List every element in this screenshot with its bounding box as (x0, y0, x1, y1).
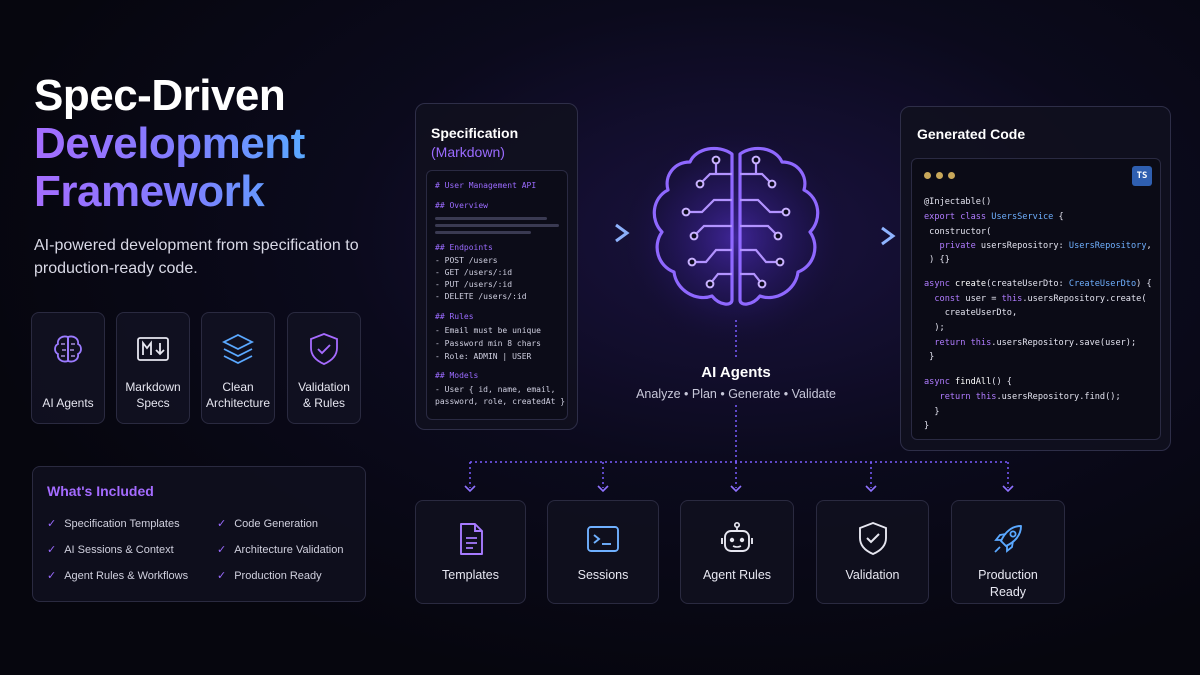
rocket-icon (994, 525, 1022, 553)
code-line: } (924, 407, 940, 417)
output-card-sessions[interactable]: Sessions (547, 500, 659, 604)
spec-line: ## Overview (435, 201, 488, 210)
code-line: ) {} (924, 255, 950, 265)
code-line: private usersRepository: UsersRepository… (924, 241, 1152, 251)
feature-card-ai-agents[interactable]: AI Agents (31, 312, 105, 424)
shield-check-icon (310, 333, 338, 365)
spec-line: # User Management API (435, 181, 537, 190)
title-line-2: Development (34, 119, 305, 168)
output-label: Sessions (577, 568, 629, 582)
spec-line: - DELETE /users/:id (435, 292, 527, 301)
spec-line: - PUT /users/:id (435, 280, 513, 289)
spec-line: - Email must be unique (435, 326, 541, 335)
check-icon: ✓ (47, 544, 57, 556)
specification-panel: Specification (Markdown) # User Manageme… (415, 103, 578, 430)
check-icon: ✓ (217, 570, 227, 582)
check-icon: ✓ (217, 544, 227, 556)
code-panel-title: Generated Code (917, 126, 1026, 142)
included-item: ✓AI Sessions & Context (47, 543, 174, 557)
typescript-badge: TS (1132, 166, 1152, 186)
agents-subtitle: Analyze • Plan • Generate • Validate (636, 387, 836, 401)
spec-line: password, role, createdAt } (435, 397, 566, 406)
feature-card-markdown-specs[interactable]: Markdown Specs (116, 312, 190, 424)
spec-document: # User Management API ## Overview ## End… (426, 170, 568, 420)
output-label: Agent Rules (702, 568, 772, 582)
code-line: createUserDto, (924, 308, 1018, 318)
output-label: Production Ready (978, 568, 1038, 599)
generated-code-panel: Generated Code TS @Injectable() export c… (900, 106, 1171, 451)
check-icon: ✓ (217, 518, 227, 530)
title-line-1: Spec-Driven (34, 71, 286, 120)
robot-icon (721, 521, 753, 552)
code-line: const user = this.usersRepository.create… (924, 294, 1147, 304)
code-line: async create(createUserDto: CreateUserDt… (924, 279, 1152, 289)
feature-label: Validation & Rules (298, 380, 350, 410)
output-label: Validation (845, 568, 900, 582)
check-icon: ✓ (47, 570, 57, 582)
whats-included-box: What's Included ✓Specification Templates… (32, 466, 366, 602)
code-line: ); (924, 323, 945, 333)
placeholder-text-bar (435, 224, 559, 227)
layers-icon (221, 333, 255, 365)
brain-icon (54, 335, 82, 363)
window-dot (936, 172, 943, 179)
spec-line: ## Endpoints (435, 243, 493, 252)
spec-line: - User { id, name, email, (435, 385, 556, 394)
output-label: Templates (442, 568, 499, 582)
included-item: ✓Architecture Validation (217, 543, 344, 557)
spec-line: ## Models (435, 371, 479, 380)
code-line: return this.usersRepository.save(user); (924, 338, 1137, 348)
terminal-icon (587, 526, 619, 552)
code-line: constructor( (924, 227, 992, 237)
feature-card-clean-architecture[interactable]: Clean Architecture (201, 312, 275, 424)
output-card-validation[interactable]: Validation (816, 500, 929, 604)
feature-label: AI Agents (42, 396, 94, 410)
spec-subtitle: (Markdown) (431, 144, 505, 160)
spec-header: Specification (Markdown) (431, 124, 518, 162)
placeholder-text-bar (435, 217, 547, 220)
spec-line: - Password min 8 chars (435, 339, 541, 348)
included-item: ✓Production Ready (217, 569, 322, 583)
document-icon (459, 523, 483, 555)
window-dot (948, 172, 955, 179)
code-line: export class UsersService { (924, 212, 1064, 222)
page-subtitle: AI-powered development from specificatio… (34, 237, 359, 277)
feature-label: Clean Architecture (205, 380, 271, 410)
title-line-3: Framework (34, 168, 305, 216)
whats-included-title: What's Included (47, 483, 154, 499)
spec-line: ## Rules (435, 312, 474, 321)
included-item: ✓Specification Templates (47, 517, 180, 531)
code-line: return this.usersRepository.find(); (924, 392, 1121, 402)
output-card-templates[interactable]: Templates (415, 500, 526, 604)
included-item: ✓Agent Rules & Workflows (47, 569, 189, 583)
markdown-icon (137, 337, 169, 361)
agents-title: AI Agents (701, 364, 771, 381)
output-card-agent-rules[interactable]: Agent Rules (680, 500, 794, 604)
spec-line: - POST /users (435, 256, 498, 265)
spec-line: - GET /users/:id (435, 268, 513, 277)
feature-card-validation-rules[interactable]: Validation & Rules (287, 312, 361, 424)
page-title: Spec-Driven Development Framework (34, 72, 305, 216)
output-card-production-ready[interactable]: Production Ready (951, 500, 1065, 604)
brain-icon (652, 146, 820, 306)
included-item: ✓Code Generation (217, 517, 318, 531)
shield-check-icon (858, 521, 887, 556)
code-window: TS @Injectable() export class UsersServi… (911, 158, 1161, 440)
window-dot (924, 172, 931, 179)
placeholder-text-bar (435, 231, 531, 234)
arrow-agents-to-code (848, 226, 896, 246)
spec-title: Specification (431, 125, 519, 141)
code-line: } (924, 421, 930, 431)
code-line: @Injectable() (924, 197, 992, 207)
code-line: } (924, 352, 935, 362)
code-line: async findAll() { (924, 377, 1012, 387)
check-icon: ✓ (47, 518, 57, 530)
spec-line: - Role: ADMIN | USER (435, 352, 532, 361)
feature-label: Markdown Specs (125, 380, 181, 410)
